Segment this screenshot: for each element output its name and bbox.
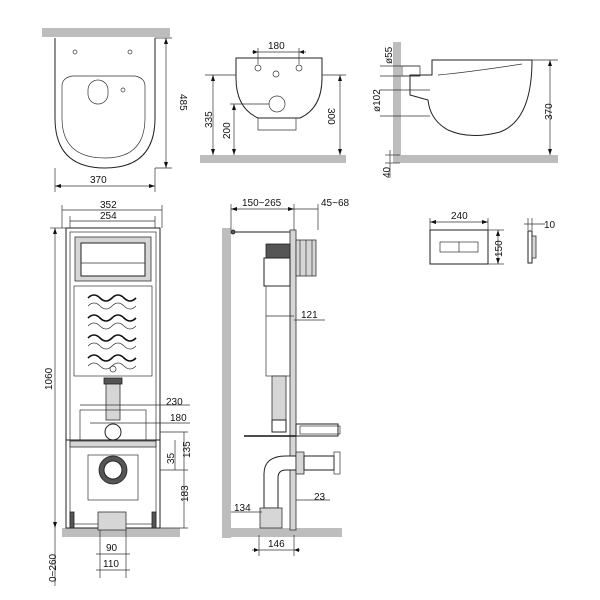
frame-front-view: 352 254 230 180 <box>44 200 193 586</box>
inlet-height-label: 300 <box>325 108 336 125</box>
foot-inner-label: 90 <box>106 543 118 554</box>
plate-width-label: 240 <box>451 211 468 222</box>
pipe-offset-label: 134 <box>234 503 251 514</box>
inlet-dia-label: ø55 <box>384 46 395 64</box>
dim-183-label: 183 <box>180 485 191 502</box>
side-height-label: 370 <box>544 103 555 120</box>
dim-135-label: 135 <box>182 441 193 458</box>
bowl-side-view: ø55 ø102 370 40 <box>372 42 558 178</box>
frame-side-view: 150~265 45~68 121 23 134 146 <box>222 198 350 556</box>
leg-adjust-label: 0~260 <box>48 553 59 582</box>
depth-range-label: 150~265 <box>242 198 282 209</box>
bowl-length-label: 485 <box>177 94 188 111</box>
height-335-label: 335 <box>204 111 215 128</box>
bolt-spacing-label: 180 <box>268 41 285 52</box>
base-depth-label: 146 <box>268 539 285 550</box>
wall-range-label: 45~68 <box>321 198 350 209</box>
bowl-top-view: 370 485 <box>42 28 188 192</box>
flush-plate-view: 240 150 10 <box>430 211 556 264</box>
dim-35-label: 35 <box>166 452 177 464</box>
outlet-dia-label: ø102 <box>372 89 383 112</box>
bolt-span-230-label: 230 <box>166 397 183 408</box>
bowl-rear-view: 180 335 200 300 <box>200 41 346 163</box>
dim-23-label: 23 <box>314 492 326 503</box>
inner-width-label: 254 <box>100 211 117 222</box>
bowl-width-label: 370 <box>90 175 107 186</box>
cistern-depth-label: 121 <box>301 310 318 321</box>
wavy-pattern <box>88 295 136 369</box>
bolt-span-180-label: 180 <box>170 413 187 424</box>
frame-height-label: 1060 <box>44 367 55 390</box>
outer-width-label: 352 <box>100 200 117 211</box>
plate-thickness-label: 10 <box>544 220 556 231</box>
plate-height-label: 150 <box>494 240 505 257</box>
outlet-height-label: 200 <box>222 122 233 139</box>
foot-outer-label: 110 <box>103 559 119 570</box>
gap-40-label: 40 <box>382 166 393 178</box>
